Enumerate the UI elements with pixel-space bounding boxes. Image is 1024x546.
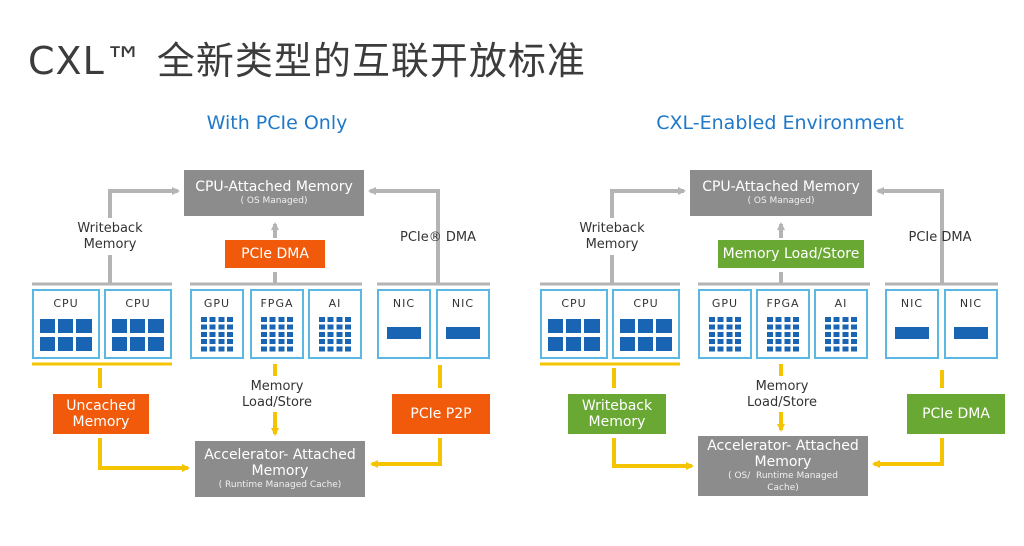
right-pcie-dma-connector-bottom <box>872 438 944 468</box>
tile-label: NIC <box>451 297 475 310</box>
tile-label: NIC <box>392 297 416 310</box>
right-cpu-memory-sub: ( OS Managed) <box>747 196 815 206</box>
right-tile-gpu-2: GPU <box>698 289 752 359</box>
right-cpu-attached-memory: CPU-Attached Memory ( OS Managed) <box>690 170 872 216</box>
right-accel-memory-sub: ( OS/ Runtime Managed Cache) <box>728 471 838 493</box>
tile-label: CPU <box>125 297 151 310</box>
left-heading: With PCIe Only <box>206 112 348 134</box>
left-accelerator-memory: Accelerator- Attached Memory ( Runtime M… <box>195 441 365 497</box>
left-tile-fpga-3: FPGA <box>250 289 304 359</box>
nic-chip-icon <box>954 327 988 339</box>
right-memory-load-store-label: Memory Load/Store <box>722 246 860 262</box>
acc-chip-icon <box>767 317 799 353</box>
left-accel-memory-title: Accelerator- Attached Memory <box>204 447 356 479</box>
right-heading: CXL-Enabled Environment <box>656 112 904 134</box>
right-tile-cpu-0: CPU <box>540 289 608 359</box>
right-writeback-memory-label: Writeback Memory <box>581 398 653 430</box>
acc-chip-icon <box>261 317 293 353</box>
tile-label: CPU <box>561 297 587 310</box>
tile-label: CPU <box>53 297 79 310</box>
tile-label: AI <box>834 297 848 310</box>
right-tile-fpga-3: FPGA <box>756 289 810 359</box>
right-writeback-memory-box: Writeback Memory <box>568 394 666 434</box>
right-writeback-connector <box>610 187 686 218</box>
left-uncached-connector <box>98 438 190 472</box>
nic-chip-icon <box>446 327 480 339</box>
left-tile-cpu-0: CPU <box>32 289 100 359</box>
right-accel-memory-title: Accelerator- Attached Memory <box>707 438 859 470</box>
right-tile-nic-5: NIC <box>885 289 939 359</box>
left-uncached-memory-box: Uncached Memory <box>53 394 149 434</box>
cpu-chip-icon <box>548 319 600 351</box>
right-memory-load-store-box: Memory Load/Store <box>718 240 864 268</box>
nic-chip-icon <box>895 327 929 339</box>
left-accel-memory-sub: ( Runtime Managed Cache) <box>218 480 342 490</box>
left-tile-gpu-2: GPU <box>190 289 244 359</box>
acc-chip-icon <box>319 317 351 353</box>
left-cpu-attached-memory: CPU-Attached Memory ( OS Managed) <box>184 170 364 216</box>
tile-label: FPGA <box>260 297 294 310</box>
tile-label: CPU <box>633 297 659 310</box>
left-pcie-dma-right-label: PCIe® DMA <box>399 230 476 245</box>
left-tile-nic-6: NIC <box>436 289 490 359</box>
acc-chip-icon <box>201 317 233 353</box>
left-tile-cpu-1: CPU <box>104 289 172 359</box>
right-writeback-connector-bottom <box>612 438 694 470</box>
left-cpu-memory-sub: ( OS Managed) <box>240 196 308 206</box>
left-tile-nic-5: NIC <box>377 289 431 359</box>
right-pcie-dma-connector <box>876 187 944 283</box>
tile-label: NIC <box>959 297 983 310</box>
left-p2p-connector <box>370 438 442 468</box>
right-accelerator-memory: Accelerator- Attached Memory ( OS/ Runti… <box>698 436 868 496</box>
right-writeback-label: Writeback Memory <box>579 221 645 252</box>
acc-chip-icon <box>825 317 857 353</box>
tile-label: GPU <box>203 297 231 310</box>
left-tile-ai-4: AI <box>308 289 362 359</box>
right-tile-ai-4: AI <box>814 289 868 359</box>
tile-label: FPGA <box>766 297 800 310</box>
tile-label: GPU <box>711 297 739 310</box>
cpu-chip-icon <box>620 319 672 351</box>
left-load-store-label: Memory Load/Store <box>242 379 312 410</box>
left-pcie-p2p-label: PCIe P2P <box>410 406 472 422</box>
acc-chip-icon <box>709 317 741 353</box>
left-writeback-label: Writeback Memory <box>77 221 143 252</box>
left-pcie-dma-connector <box>368 187 440 283</box>
left-pcie-dma-box: PCIe DMA <box>225 240 325 268</box>
tile-label: NIC <box>900 297 924 310</box>
tile-label: AI <box>328 297 342 310</box>
left-writeback-connector <box>108 187 180 218</box>
left-uncached-memory-label: Uncached Memory <box>66 398 136 430</box>
left-cpu-memory-title: CPU-Attached Memory <box>195 179 353 195</box>
right-pcie-dma-label: PCIe DMA <box>922 406 990 422</box>
right-tile-cpu-1: CPU <box>612 289 680 359</box>
left-pcie-p2p-box: PCIe P2P <box>392 394 490 434</box>
cpu-chip-icon <box>112 319 164 351</box>
right-pcie-dma-right-label: PCIe DMA <box>908 230 972 245</box>
left-pcie-dma-label: PCIe DMA <box>241 246 309 262</box>
page-title: CXL™ 全新类型的互联开放标准 <box>28 39 586 83</box>
right-cpu-memory-title: CPU-Attached Memory <box>702 179 860 195</box>
right-pcie-dma-box: PCIe DMA <box>907 394 1005 434</box>
right-load-store-label: Memory Load/Store <box>747 379 817 410</box>
nic-chip-icon <box>387 327 421 339</box>
right-tile-nic-6: NIC <box>944 289 998 359</box>
cpu-chip-icon <box>40 319 92 351</box>
